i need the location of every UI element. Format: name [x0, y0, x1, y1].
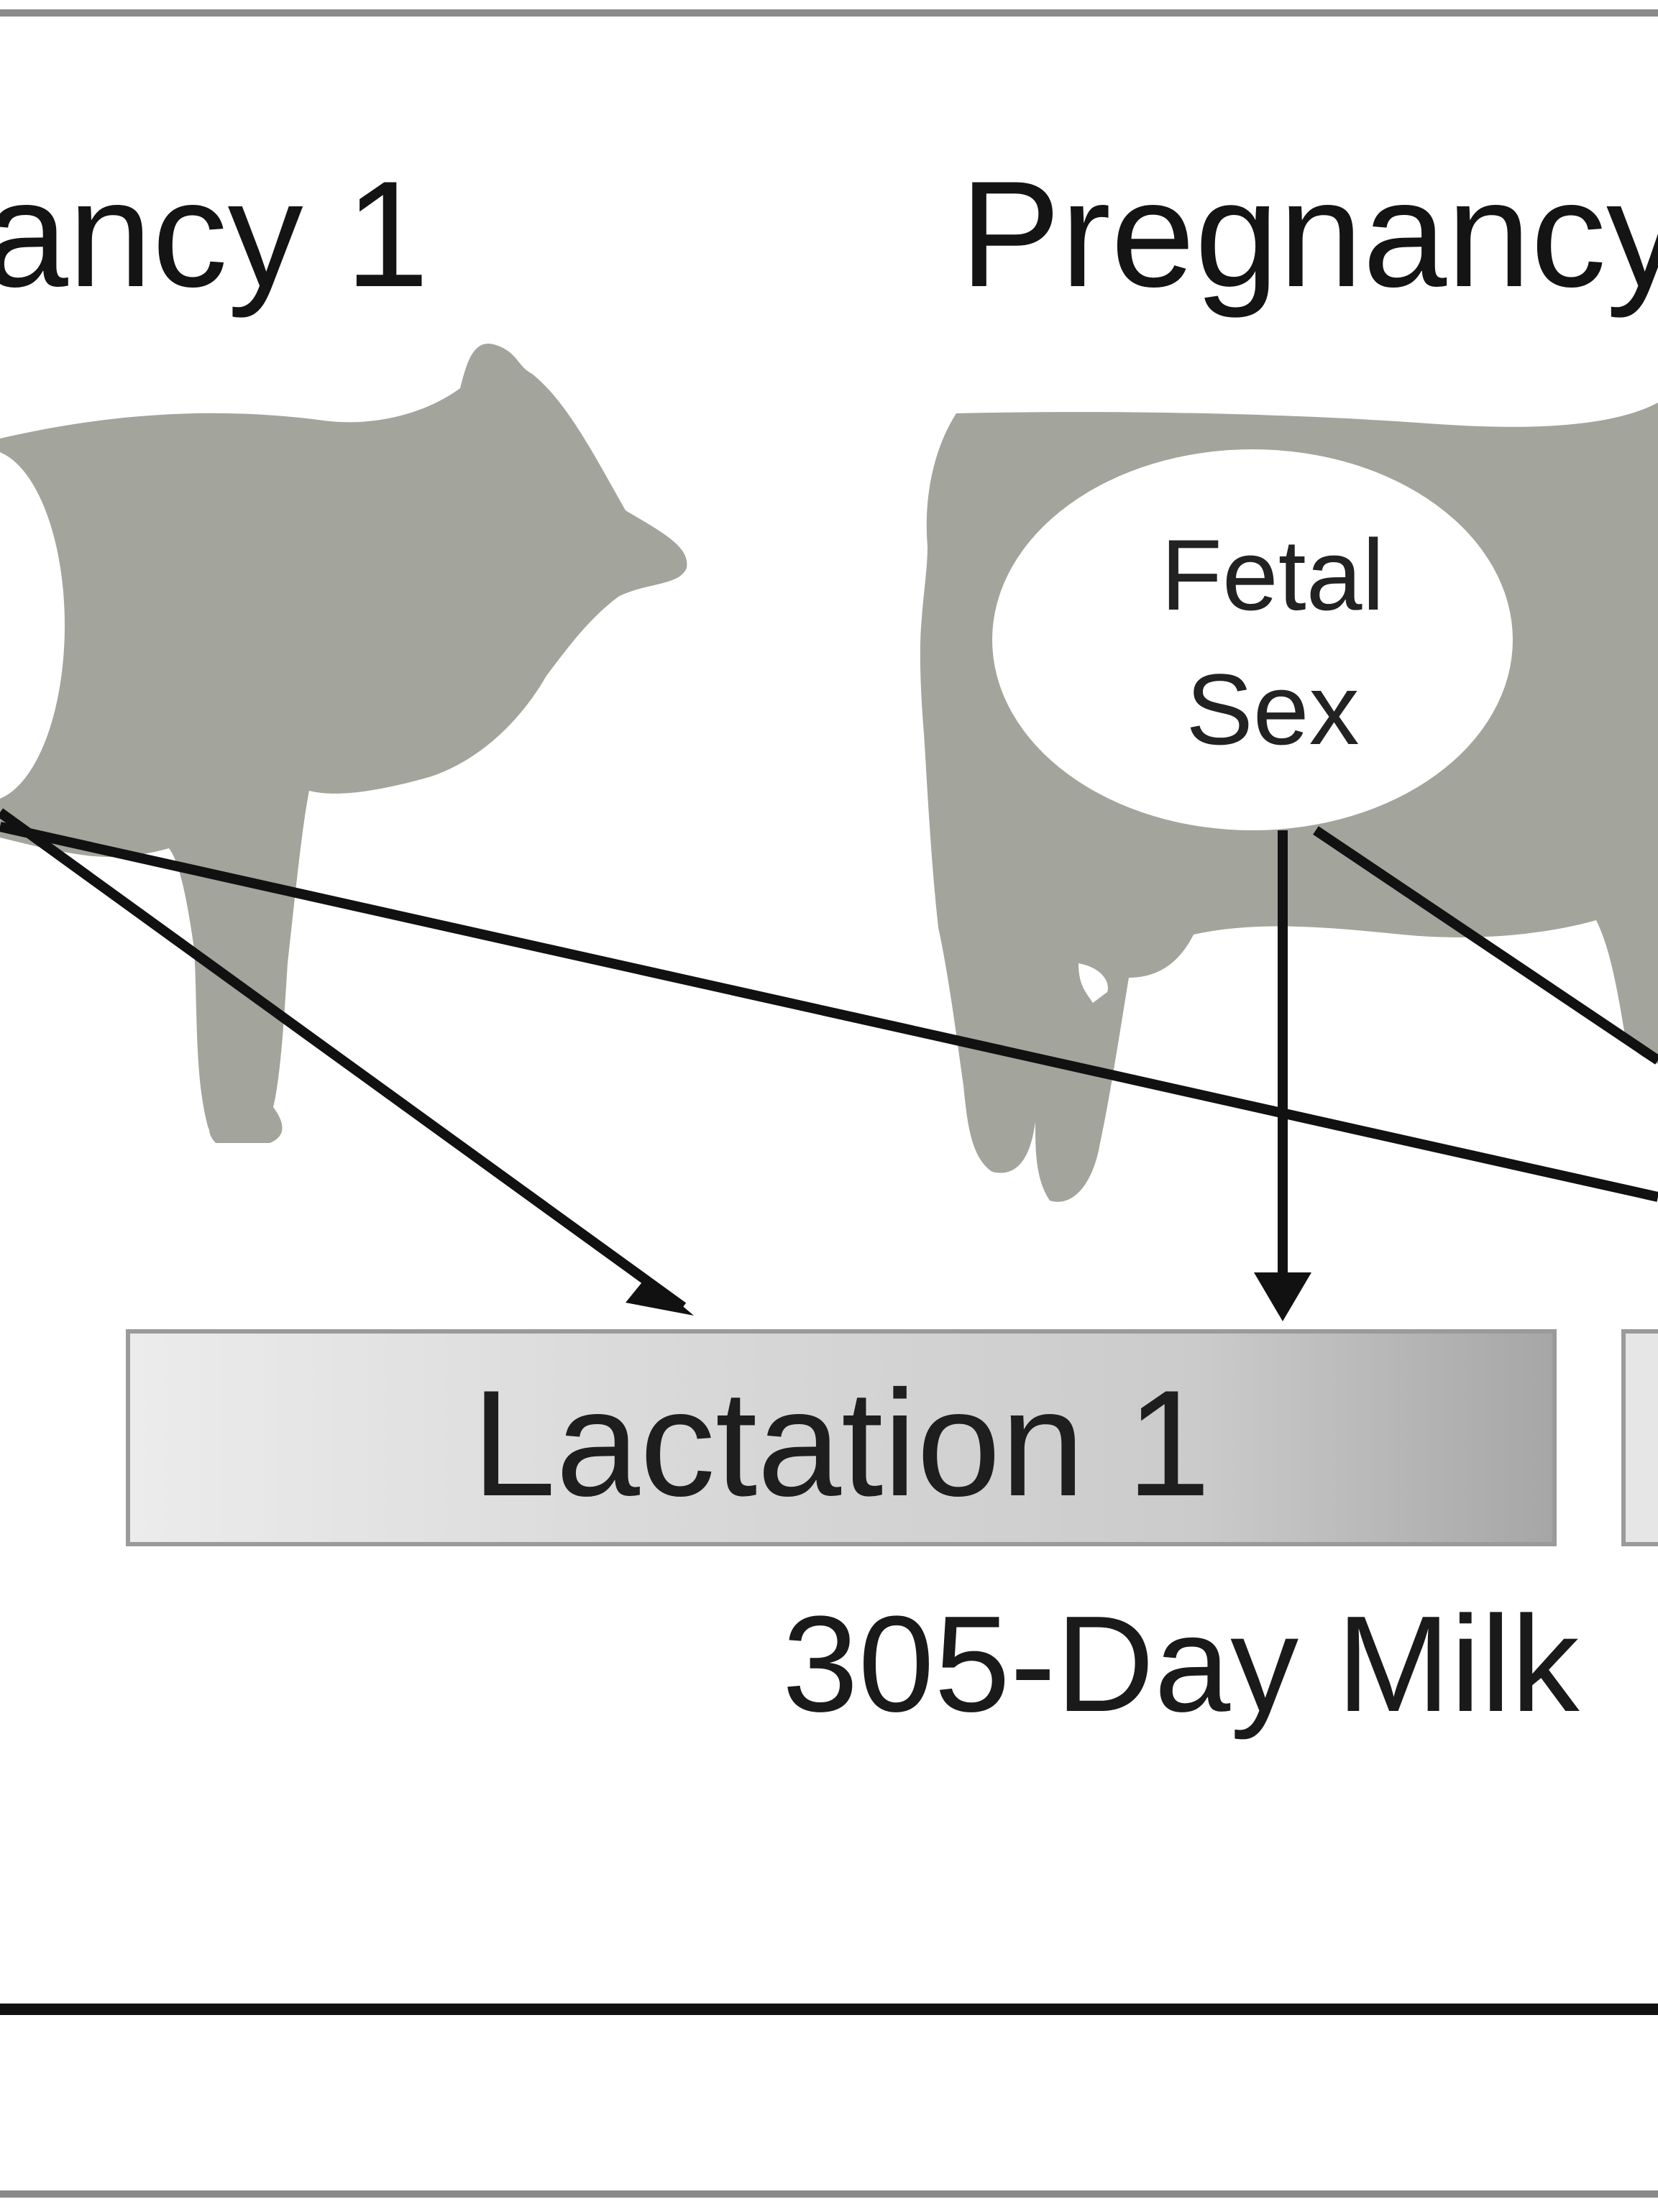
fetal-sex-oval-left	[0, 452, 65, 799]
lactation-1-label: Lactation 1	[472, 1359, 1210, 1528]
305-day-milk-label: 305-Day Milk	[782, 1588, 1580, 1740]
arrow-long-diagonal	[0, 822, 1658, 1202]
lactation-1-bar	[126, 1329, 1557, 1546]
fetal-sex-label-line2: Sex	[1186, 653, 1359, 766]
lactation-2-bar	[1621, 1329, 1658, 1546]
arrowhead-fetal-sex-down	[1254, 1272, 1311, 1321]
fetal-sex-oval	[992, 449, 1513, 830]
arrowhead-to-lactation-1	[626, 1276, 694, 1316]
fetal-sex-label-line1: Fetal	[1160, 518, 1384, 631]
arrow-fetal-sex-right	[1313, 826, 1658, 1065]
cow-silhouette-left	[0, 344, 687, 1143]
pregnancy-1-heading: ancy 1	[0, 150, 429, 318]
arrow-to-lactation-1	[0, 808, 687, 1311]
pregnancy-2-heading: Pregnancy	[960, 150, 1658, 318]
